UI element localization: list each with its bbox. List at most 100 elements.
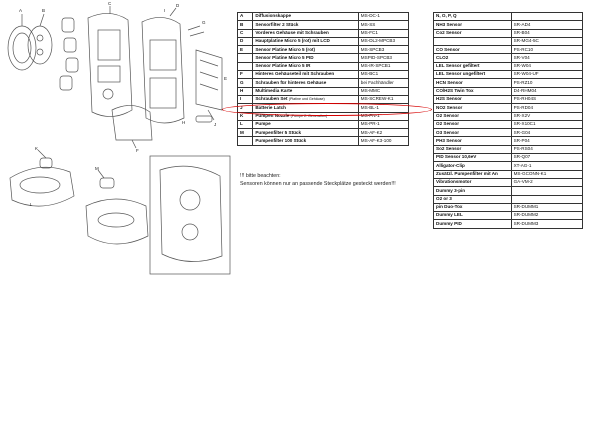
sensor-name: Co2 Sensor — [433, 28, 512, 38]
part-name-cell: Pumpenfilter 100 Stück — [252, 136, 359, 146]
sensor-name: H2S Sensor — [433, 94, 512, 105]
sensor-name: LEL Sensor gefiltert — [433, 61, 512, 72]
part-number: MS-BC1 — [357, 70, 410, 80]
part-number: MS-IR-SPCB1 — [357, 61, 410, 72]
sensor-name: NH3 Sensor — [433, 20, 512, 30]
part-code: L — [236, 119, 254, 130]
sensor-row: Dummy 3-pin — [433, 186, 584, 196]
part-name: Sensorfilter 2 Stück — [255, 21, 299, 27]
part-name: Multimedia Karte — [255, 88, 293, 94]
part-number: bei Fachhändler — [357, 78, 410, 88]
sensor-part-number: SR-X2V — [510, 111, 584, 121]
sensor-part-number — [510, 194, 584, 204]
sensor-part-number: MS-GCONN-K1 — [510, 169, 584, 179]
sensor-name: CO Sensor — [433, 45, 512, 55]
back-housing-drawing — [111, 105, 153, 141]
sensor-name: LEL Sensor ungefiltert — [433, 70, 512, 80]
part-code: A — [236, 11, 254, 22]
callout-B: B — [42, 8, 45, 13]
part-name-cell: Vorderes Gehäuse mit Schrauben — [252, 28, 359, 38]
callout-L: L — [30, 202, 33, 207]
sensor-row: SR-MG4-5C — [433, 36, 584, 47]
part-name: Hauptplatine Micro 5 (rot) mit LCD — [255, 38, 330, 44]
sensor-name: Dummy PID — [433, 219, 512, 229]
part-name-cell: Hinteres Gehäuseteil mit Schrauben — [252, 70, 359, 80]
sensor-name: CO/H2S Twin Tox — [433, 86, 512, 96]
part-name-cell: Diffusionskappe — [252, 11, 359, 22]
sensor-part-number: SR-G04 — [510, 128, 584, 138]
part-code: I — [236, 94, 254, 105]
sensor-part-number: SR-X10C1 — [510, 119, 584, 130]
part-name-note: (Platine und Gehäuse) — [288, 97, 325, 102]
part-code: C — [236, 28, 254, 38]
part-name-cell: Schrauben für hinteres Gehäuse — [252, 78, 359, 88]
parts-row: Sensor Platine Micro 5 IR MS-IR-SPCB1 — [236, 61, 410, 72]
part-code: D — [236, 36, 254, 47]
callout-K: K — [35, 146, 38, 151]
callout-D: D — [176, 3, 180, 8]
part-code — [236, 53, 254, 63]
part-name-cell: Sensorfilter 2 Stück — [252, 20, 359, 30]
callout-E: E — [224, 76, 227, 81]
sensor-name: O2 or 3 — [433, 194, 512, 204]
sensor-name: O2 Sensor — [433, 111, 512, 121]
sensor-part-number: D4-RHM04 — [510, 86, 584, 96]
sensor-name: Zusätzl. Pumpenfilter mit An — [433, 169, 512, 179]
part-code: E — [236, 45, 254, 55]
part-code: H — [236, 86, 254, 96]
sensor-part-number: SR-DUMM2 — [510, 211, 584, 221]
part-number: MS-PR-1 — [357, 119, 410, 130]
pump-drawing — [9, 166, 75, 207]
callout-I: I — [164, 8, 165, 13]
sensor-name: HCN Sensor — [433, 78, 512, 88]
diffusion-cap-drawing — [7, 25, 37, 71]
sensor-part-number: PS-RH04S — [510, 94, 584, 105]
part-name-cell: Hauptplatine Micro 5 (rot) mit LCD — [252, 36, 359, 47]
callout-M: M — [95, 166, 99, 171]
sensor-part-number: GA-VM-2 — [510, 177, 584, 188]
main-board-drawing — [141, 17, 185, 124]
part-name: Sensor Platine Micro 5 (rot) — [255, 46, 316, 52]
sensor-part-number: SR-B04 — [510, 28, 584, 38]
part-code: B — [236, 20, 254, 30]
sensor-name: Dummy 3-pin — [433, 186, 512, 196]
part-number: MS-DC-1 — [357, 11, 410, 22]
sensor-part-number: XT-AG-1 — [510, 161, 584, 171]
callout-F: F — [136, 148, 139, 153]
part-name: Sensor Platine Micro 5 IR — [255, 63, 311, 69]
part-code — [236, 136, 254, 146]
part-name: Pumpen Nozzle — [255, 112, 290, 118]
sensor-name: pin Duo-Tox — [433, 202, 512, 213]
part-name: Pumpenfilter 5 Stück — [255, 129, 302, 135]
sensor-name: Vibrationsmotor — [433, 177, 512, 188]
part-number: MS-SPCB3 — [357, 45, 410, 55]
sensor-part-number: SR-MG4-5C — [510, 36, 584, 47]
part-number: MS-MMC — [357, 86, 410, 96]
sensor-name: Dummy LEL — [433, 211, 512, 221]
sensor-header-blank — [510, 11, 584, 22]
sensor-filter-drawing — [27, 25, 53, 65]
